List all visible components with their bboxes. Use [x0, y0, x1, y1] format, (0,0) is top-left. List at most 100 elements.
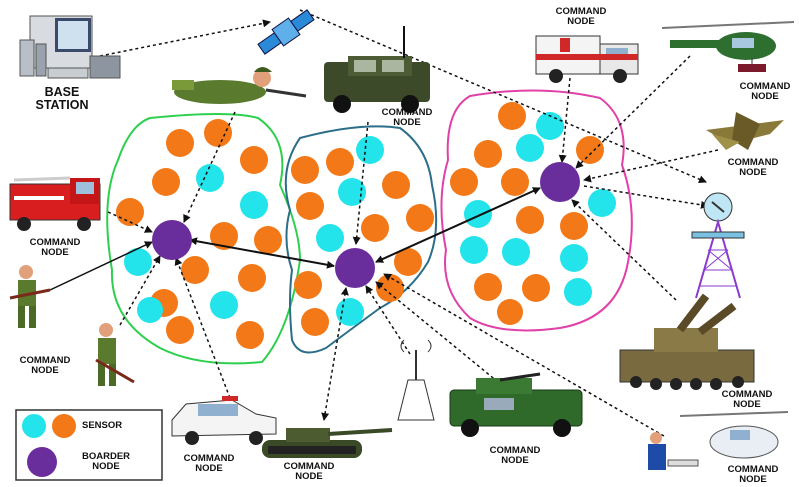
police-car-icon — [171, 396, 277, 445]
link-helicopter-right — [575, 55, 691, 169]
sensor-node — [116, 198, 144, 226]
command-node-label-tank: COMMAND NODE — [283, 461, 335, 482]
legend-boarder-node — [27, 447, 57, 477]
sensor-node — [137, 297, 163, 323]
command-node-label-helicopter: COMMAND NODE — [739, 81, 791, 102]
missile-launcher-icon — [619, 293, 755, 390]
sensor-node — [474, 273, 502, 301]
link-right-radar — [583, 185, 709, 209]
antenna-icon — [397, 339, 435, 421]
link-launcher-right — [571, 199, 677, 301]
link-satellite-radar — [299, 9, 707, 183]
link-soldier2-left — [119, 255, 161, 326]
command-node-label-police: COMMAND NODE — [183, 453, 235, 474]
sensor-node — [316, 224, 344, 252]
sensor-node — [576, 136, 604, 164]
link-antenna-middle — [365, 285, 411, 355]
sensor-node — [516, 206, 544, 234]
sensor-node — [406, 204, 434, 232]
medical-helicopter-icon — [648, 411, 789, 470]
sensor-node — [236, 321, 264, 349]
sensor-node — [516, 134, 544, 162]
legend-sensor-cyan — [22, 414, 46, 438]
command-node-label-ambulance: COMMAND NODE — [555, 6, 607, 27]
sensor-node — [336, 298, 364, 326]
sensor-node — [460, 236, 488, 264]
link-police-left — [174, 257, 231, 399]
armored-jeep-icon — [449, 372, 583, 437]
command-node-label-soldier: COMMAND NODE — [19, 355, 71, 376]
base-station-icon — [19, 15, 121, 79]
humvee-icon — [324, 26, 430, 113]
cluster-left-boundary — [106, 113, 302, 365]
sensor-node — [196, 164, 224, 192]
sensor-node — [294, 271, 322, 299]
link-base-satellite — [99, 19, 271, 57]
sensor-node — [464, 200, 492, 228]
radar-tower-icon — [691, 192, 745, 299]
sensor-node — [152, 168, 180, 196]
sensor-node — [204, 119, 232, 147]
link-tank-middle — [321, 287, 349, 421]
legend-sensor-label: SENSOR — [82, 420, 123, 431]
command-node-label-jet: COMMAND NODE — [727, 157, 779, 178]
sensor-group-middle — [291, 136, 434, 336]
satellite-icon — [257, 9, 315, 55]
soldier-crawling-icon — [172, 67, 307, 104]
boarder-node-right — [540, 162, 580, 202]
sensor-node — [560, 212, 588, 240]
sensor-node — [238, 264, 266, 292]
sensor-node — [210, 291, 238, 319]
sensor-node — [474, 140, 502, 168]
sensor-node — [522, 274, 550, 302]
link-crawler-left — [183, 111, 236, 223]
sensor-node — [502, 238, 530, 266]
sensor-group-left — [116, 119, 282, 349]
command-node-label-jeep: COMMAND NODE — [489, 445, 541, 466]
sensor-node — [501, 168, 529, 196]
sensor-node — [166, 129, 194, 157]
sensor-node — [326, 148, 354, 176]
sensor-node — [560, 244, 588, 272]
sensor-node — [361, 214, 389, 242]
command-node-label-firetruck: COMMAND NODE — [29, 237, 81, 258]
sensor-node — [497, 299, 523, 325]
sensor-group-right — [450, 102, 616, 325]
sensor-node — [376, 274, 404, 302]
soldier-icon — [95, 323, 135, 386]
sensor-node — [356, 136, 384, 164]
sensor-node — [498, 102, 526, 130]
sensor-node — [240, 146, 268, 174]
connections — [49, 9, 719, 437]
ambulance-icon — [535, 35, 639, 83]
sensor-node — [291, 156, 319, 184]
link-humvee-middle — [352, 121, 369, 245]
sensor-node — [338, 178, 366, 206]
legend — [15, 409, 163, 481]
sensor-node — [536, 112, 564, 140]
boarder-node-middle — [335, 248, 375, 288]
fire-truck-icon — [9, 176, 101, 231]
sensor-node — [382, 171, 410, 199]
sensor-node — [240, 191, 268, 219]
link-firetruck-left — [107, 211, 153, 233]
command-node-label-medical: COMMAND NODE — [727, 464, 779, 485]
link-jet-right — [583, 149, 719, 183]
command-node-label-launcher: COMMAND NODE — [721, 389, 773, 410]
sensor-node — [296, 192, 324, 220]
link-middle-right — [375, 187, 541, 263]
command-node-label-humvee: COMMAND NODE — [381, 107, 433, 128]
fighter-jet-icon — [706, 112, 784, 150]
soldier-icon — [9, 265, 51, 328]
sensor-node — [301, 308, 329, 336]
sensor-node — [166, 316, 194, 344]
sensor-node — [450, 168, 478, 196]
link-jeep-middle — [375, 281, 499, 383]
boarder-node-left — [152, 220, 192, 260]
sensor-node — [588, 189, 616, 217]
sensor-node — [254, 226, 282, 254]
link-ambulance-right — [558, 77, 571, 163]
legend-sensor-orange — [52, 414, 76, 438]
legend-boarder-label: BOARDER NODE — [81, 451, 131, 472]
